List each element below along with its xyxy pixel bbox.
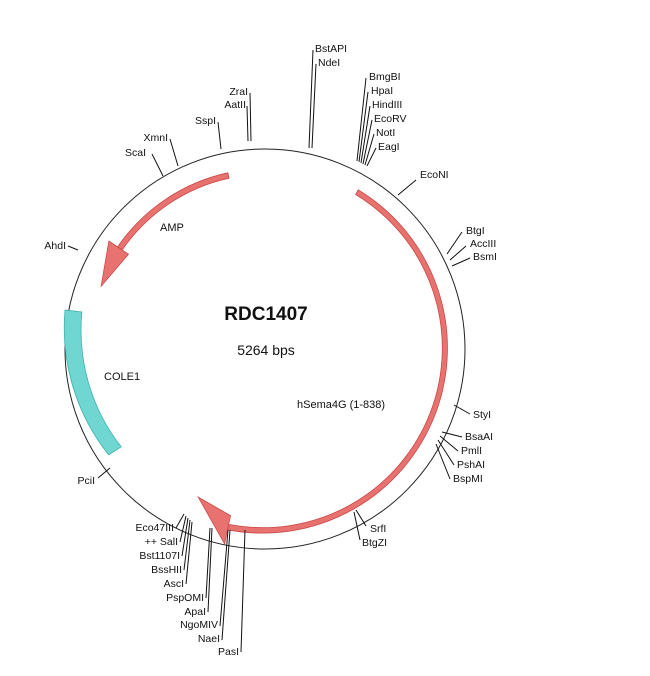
hsema4g-arrowhead (197, 496, 231, 546)
site-pcii[interactable]: PciI (77, 475, 95, 487)
sali-leader (179, 515, 187, 543)
site-hpai[interactable]: HpaI (371, 85, 393, 97)
site-pshai[interactable]: PshAI (457, 459, 485, 471)
site-bspmi[interactable]: BspMI (453, 473, 483, 485)
amp-feature-arc[interactable] (117, 172, 230, 251)
pcii-leader (97, 467, 111, 479)
amp-arrowhead (100, 240, 130, 288)
site-zrai[interactable]: ZraI (229, 86, 248, 98)
site-acciii[interactable]: AccIII (470, 238, 496, 250)
site-asci[interactable]: AscI (164, 578, 184, 590)
site-bsshii[interactable]: BssHII (151, 564, 182, 576)
site-bst1107i[interactable]: Bst1107I (139, 550, 180, 562)
site-noti[interactable]: NotI (376, 127, 395, 139)
btgzi-leader (353, 511, 361, 541)
ngomiv-leader (219, 529, 229, 627)
site-naei[interactable]: NaeI (198, 633, 220, 645)
plasmid-size: 5264 bps (237, 342, 295, 358)
site-styi[interactable]: StyI (473, 409, 491, 421)
site-srfi[interactable]: SrfI (370, 523, 386, 535)
apai-leader (207, 527, 213, 613)
site-sali[interactable]: ++ SalI (145, 536, 178, 548)
bst1107i-leader (181, 517, 189, 557)
site-hindiii[interactable]: HindIII (372, 99, 402, 111)
srfi-leader (355, 509, 367, 527)
cole1-label: COLE1 (104, 371, 140, 383)
hindiii-leader (360, 105, 371, 164)
pshai-leader (437, 439, 455, 466)
naei-leader (221, 529, 231, 641)
asci-leader (185, 521, 193, 585)
bstapi-leader (308, 49, 314, 149)
zrai-leader (249, 92, 252, 142)
bsaai-leader (441, 431, 463, 438)
amp-label: AMP (160, 222, 184, 234)
hpai-leader (358, 91, 369, 163)
ecorv-leader (362, 119, 373, 165)
site-scai[interactable]: ScaI (125, 147, 146, 159)
site-bsmi[interactable]: BsmI (473, 251, 497, 263)
site-pasi[interactable]: PasI (218, 646, 239, 658)
ahdi-leader (67, 245, 79, 251)
bspmi-leader (435, 443, 451, 480)
styi-leader (453, 404, 471, 415)
xmni-leader (169, 138, 179, 167)
bsshii-leader (183, 519, 191, 571)
site-bsaai[interactable]: BsaAI (465, 431, 493, 443)
site-btgi[interactable]: BtgI (466, 225, 485, 237)
econi-leader (397, 179, 417, 196)
acciii-leader (449, 245, 467, 261)
psppomi-leader (205, 527, 211, 599)
site-bstapi[interactable]: BstAPI (315, 43, 347, 55)
site-ahdi[interactable]: AhdI (44, 240, 66, 252)
cole1-origin-arc[interactable] (63, 309, 122, 456)
site-ngomiv[interactable]: NgoMIV (180, 619, 218, 631)
scai-leader (151, 153, 164, 177)
site-bmgbi[interactable]: BmgBI (369, 71, 401, 83)
site-pmli[interactable]: PmlI (461, 445, 482, 457)
pmli-leader (439, 435, 459, 452)
site-sspi[interactable]: SspI (195, 115, 216, 127)
hsema4g-label: hSema4G (1-838) (297, 399, 385, 411)
site-btgzi[interactable]: BtgZI (362, 537, 387, 549)
site-apai[interactable]: ApaI (184, 606, 206, 618)
eagi-leader (366, 147, 377, 167)
btgi-leader (446, 231, 463, 255)
plasmid-name: RDC1407 (224, 304, 307, 325)
site-ecorv[interactable]: EcoRV (374, 113, 407, 125)
site-aatii[interactable]: AatII (224, 99, 246, 111)
site-econi[interactable]: EcoNI (420, 169, 449, 181)
site-eco47iii[interactable]: Eco47III (135, 522, 174, 534)
pasi-leader (240, 529, 246, 653)
site-ndei[interactable]: NdeI (318, 57, 340, 69)
bmgbi-leader (356, 77, 367, 162)
eco47iii-leader (175, 513, 185, 529)
sspi-leader (217, 121, 222, 150)
noti-leader (364, 133, 375, 166)
bsmi-leader (451, 257, 471, 267)
site-xmni[interactable]: XmnI (143, 132, 168, 144)
aatii-leader (246, 105, 249, 142)
ndei-leader (311, 63, 317, 149)
site-psppomi[interactable]: PspOMI (166, 592, 204, 604)
site-eagi[interactable]: EagI (378, 141, 400, 153)
